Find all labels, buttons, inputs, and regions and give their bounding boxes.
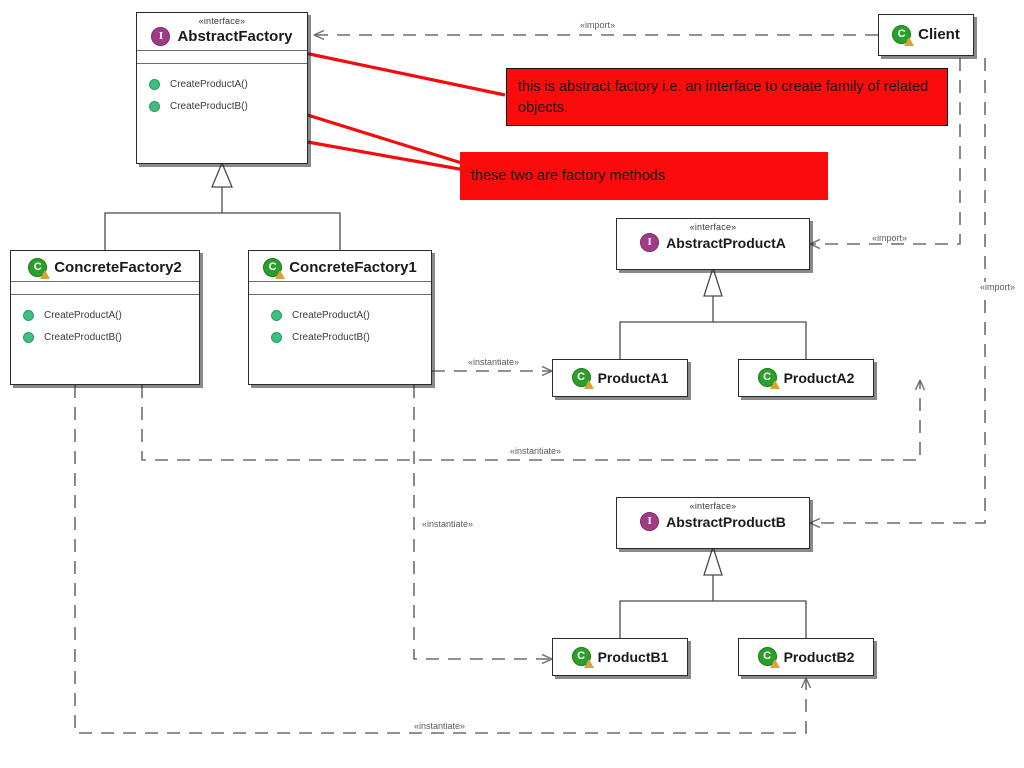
- annotation-abstract-factory: this is abstract factory i.e. an interfa…: [506, 68, 948, 126]
- product-a1-name: ProductA1: [597, 369, 669, 386]
- abstract-product-a-stereotype: «interface»: [689, 222, 737, 232]
- class-icon: C: [263, 258, 286, 279]
- class-box-abstract-factory[interactable]: «interface» I AbstractFactory CreateProd…: [136, 12, 308, 164]
- operation-label: CreateProductB(): [292, 331, 370, 343]
- product-a1-header: C ProductA1: [553, 360, 687, 391]
- class-box-concrete-factory-1[interactable]: C ConcreteFactory1 CreateProductA() Crea…: [248, 250, 432, 385]
- operation-row: CreateProductB(): [271, 326, 423, 348]
- divider: [11, 281, 199, 282]
- class-icon: C: [892, 25, 915, 46]
- operation-bullet-icon: [149, 100, 160, 112]
- class-box-abstract-product-a[interactable]: «interface» I AbstractProductA: [616, 218, 810, 270]
- divider: [137, 50, 307, 51]
- class-box-product-a1[interactable]: C ProductA1: [552, 359, 688, 397]
- concrete-factory-2-name: ConcreteFactory2: [54, 258, 182, 276]
- annotation-factory-methods: these two are factory methods: [460, 152, 828, 200]
- operation-row: CreateProductA(): [23, 304, 191, 326]
- class-icon: C: [757, 647, 780, 668]
- interface-icon: I: [640, 512, 660, 531]
- interface-icon: I: [151, 27, 171, 46]
- abstract-factory-stereotype: «interface»: [198, 16, 246, 26]
- concrete-factory-1-operations: CreateProductA() CreateProductB(): [249, 295, 431, 357]
- operation-row: CreateProductA(): [149, 73, 299, 95]
- abstract-factory-name: AbstractFactory: [177, 27, 293, 45]
- divider: [249, 294, 431, 295]
- edge-label-instantiate-f1-a1: «instantiate»: [466, 357, 522, 367]
- abstract-product-b-stereotype: «interface»: [689, 501, 737, 511]
- class-box-product-b2[interactable]: C ProductB2: [738, 638, 874, 676]
- concrete-factory-1-attributes: [249, 282, 431, 294]
- concrete-factory-1-header: C ConcreteFactory1: [249, 251, 431, 281]
- edge-label-instantiate-f2-a2: «instantiate»: [508, 446, 564, 456]
- operation-row: CreateProductA(): [271, 304, 423, 326]
- abstract-product-b-name: AbstractProductB: [666, 513, 786, 530]
- operation-label: CreateProductA(): [292, 309, 370, 321]
- divider: [137, 63, 307, 64]
- product-a2-name: ProductA2: [783, 369, 855, 386]
- abstract-factory-operations: CreateProductA() CreateProductB(): [137, 64, 307, 126]
- class-icon: C: [571, 368, 594, 389]
- class-icon: C: [757, 368, 780, 389]
- abstract-factory-attributes: [137, 51, 307, 63]
- operation-row: CreateProductB(): [149, 95, 299, 117]
- edge-label-import-client-factory: «import»: [578, 20, 618, 30]
- abstract-product-a-header: «interface» I AbstractProductA: [617, 219, 809, 256]
- operation-row: CreateProductB(): [23, 326, 191, 348]
- client-name: Client: [918, 25, 960, 43]
- class-box-abstract-product-b[interactable]: «interface» I AbstractProductB: [616, 497, 810, 549]
- product-b1-header: C ProductB1: [553, 639, 687, 670]
- edge-label-import-client-product-b: «import»: [978, 282, 1018, 292]
- class-box-client[interactable]: C Client: [878, 14, 974, 56]
- product-b2-name: ProductB2: [783, 648, 855, 665]
- divider: [249, 281, 431, 282]
- operation-bullet-icon: [23, 331, 34, 343]
- operation-label: CreateProductB(): [170, 100, 248, 112]
- divider: [11, 294, 199, 295]
- interface-icon: I: [640, 233, 660, 252]
- class-box-product-b1[interactable]: C ProductB1: [552, 638, 688, 676]
- product-b2-header: C ProductB2: [739, 639, 873, 670]
- abstract-product-b-header: «interface» I AbstractProductB: [617, 498, 809, 535]
- operation-label: CreateProductA(): [170, 78, 248, 90]
- edge-label-instantiate-f1-b1: «instantiate»: [420, 519, 476, 529]
- product-a2-header: C ProductA2: [739, 360, 873, 391]
- client-header: C Client: [879, 15, 973, 48]
- class-box-product-a2[interactable]: C ProductA2: [738, 359, 874, 397]
- operation-bullet-icon: [23, 309, 34, 321]
- concrete-factory-1-name: ConcreteFactory1: [289, 258, 417, 276]
- edge-label-import-client-product-a: «import»: [870, 233, 910, 243]
- concrete-factory-2-header: C ConcreteFactory2: [11, 251, 199, 281]
- operation-bullet-icon: [149, 78, 160, 90]
- product-b1-name: ProductB1: [597, 648, 669, 665]
- annotation-leader-lines: [284, 50, 506, 172]
- abstract-factory-header: «interface» I AbstractFactory: [137, 13, 307, 50]
- operation-bullet-icon: [271, 331, 282, 343]
- concrete-factory-2-attributes: [11, 282, 199, 294]
- operation-label: CreateProductB(): [44, 331, 122, 343]
- class-box-concrete-factory-2[interactable]: C ConcreteFactory2 CreateProductA() Crea…: [10, 250, 200, 385]
- operation-label: CreateProductA(): [44, 309, 122, 321]
- abstract-product-a-name: AbstractProductA: [666, 234, 786, 251]
- class-icon: C: [28, 258, 51, 279]
- operation-bullet-icon: [271, 309, 282, 321]
- edge-label-instantiate-f2-b2: «instantiate»: [412, 721, 468, 731]
- class-icon: C: [571, 647, 594, 668]
- concrete-factory-2-operations: CreateProductA() CreateProductB(): [11, 295, 199, 357]
